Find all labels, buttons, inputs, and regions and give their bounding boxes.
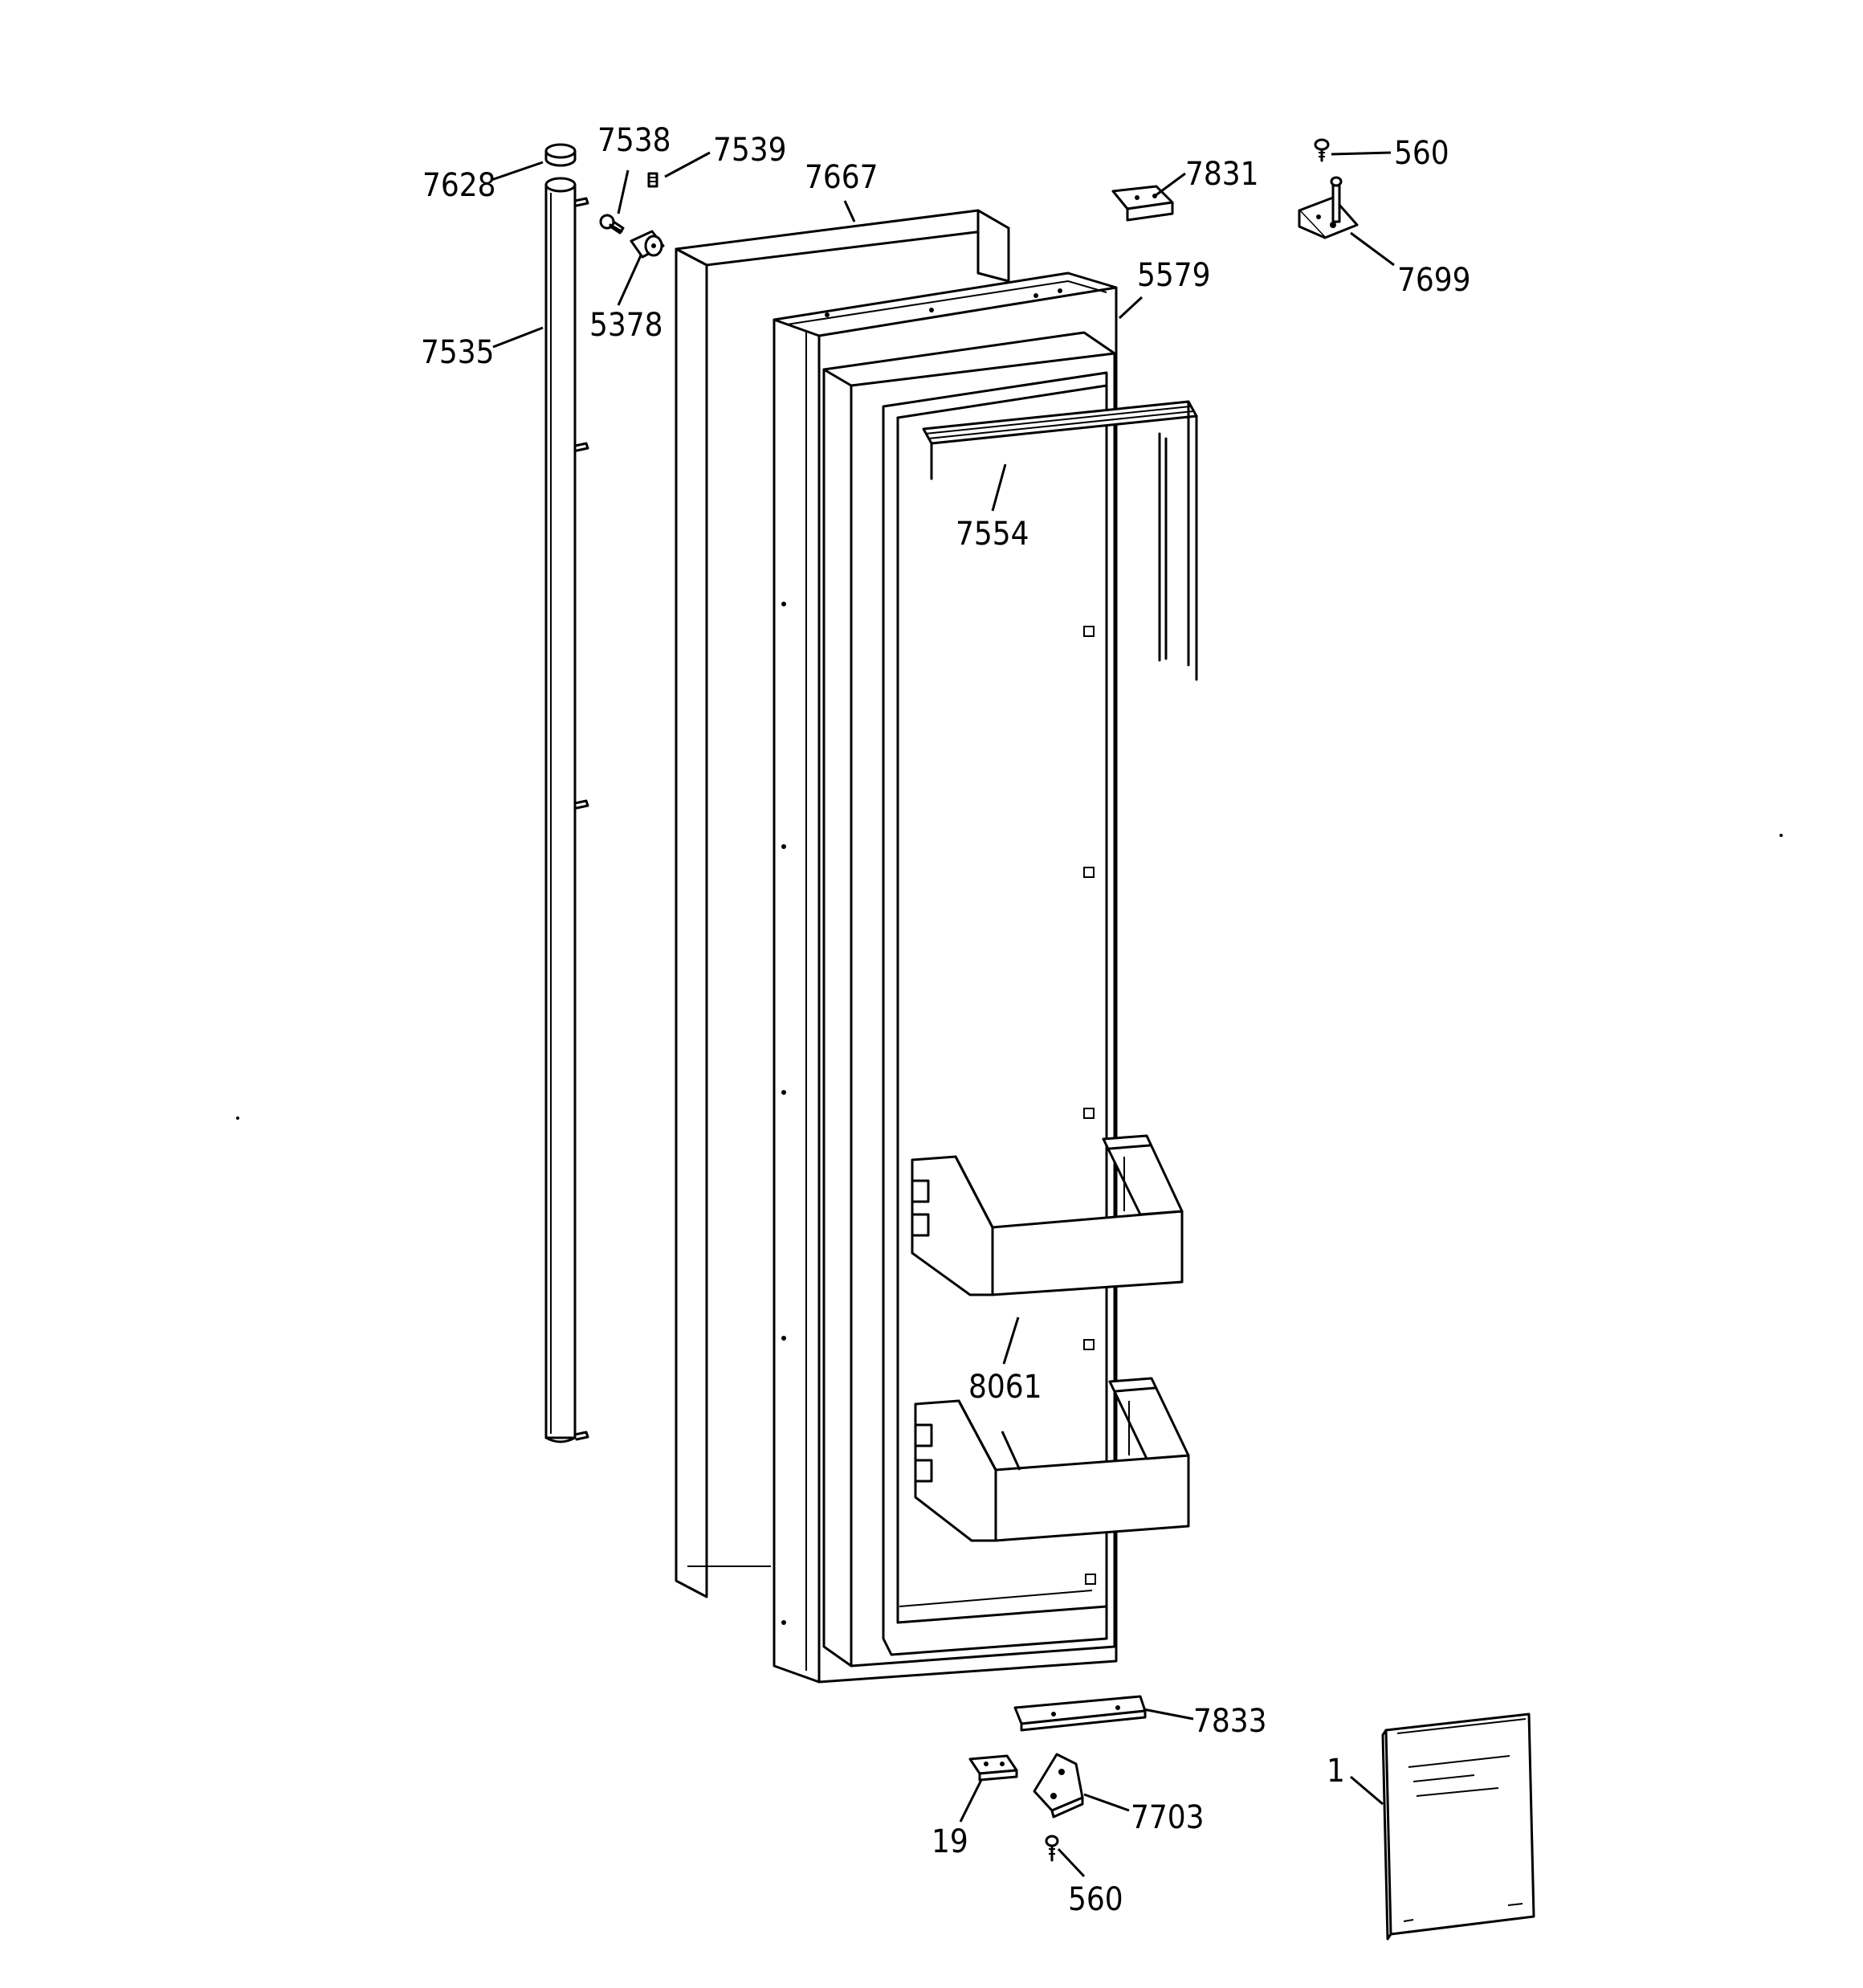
label-5579: 5579 [1137, 257, 1211, 294]
label-1: 1 [1327, 1753, 1345, 1790]
door-liner-5579 [773, 271, 1118, 1684]
leader-lines [491, 151, 1395, 1878]
label-7539: 7539 [713, 132, 787, 169]
label-7699: 7699 [1397, 262, 1471, 299]
handle-tube-7535 [544, 177, 589, 1443]
bottom-hinge-cover-7833 [1013, 1695, 1147, 1732]
shim-19 [968, 1754, 1018, 1782]
label-8061: 8061 [968, 1369, 1042, 1406]
label-560-top: 560 [1394, 135, 1449, 172]
scan-specks [236, 834, 1783, 1120]
spring-7539 [647, 172, 658, 188]
door-bin-upper-8061 [911, 1134, 1184, 1296]
label-7554: 7554 [956, 516, 1029, 553]
door-shell-7667 [675, 209, 1010, 1598]
label-7535: 7535 [421, 334, 495, 371]
label-7667: 7667 [805, 159, 879, 196]
label-7538: 7538 [597, 122, 671, 159]
screw-top-560 [1314, 138, 1330, 162]
top-hinge-7699 [1298, 176, 1359, 239]
manual-1 [1381, 1712, 1535, 1941]
top-hinge-cover-7831 [1111, 185, 1174, 222]
label-5378: 5378 [589, 307, 663, 344]
part-labels: 7628 7538 7539 7667 5378 7535 7831 560 7… [421, 122, 1471, 1918]
label-560-bottom: 560 [1068, 1881, 1123, 1918]
bushing-5378 [630, 230, 665, 259]
door-bin-lower-8061 [914, 1377, 1190, 1542]
label-7833: 7833 [1193, 1703, 1267, 1740]
label-7703: 7703 [1131, 1799, 1205, 1836]
label-19: 19 [932, 1823, 968, 1860]
screw-bottom-560 [1045, 1835, 1059, 1862]
bottom-hinge-7703 [1033, 1753, 1084, 1819]
gasket-7554 [922, 400, 1198, 681]
label-7628: 7628 [422, 167, 496, 204]
label-7831: 7831 [1185, 156, 1259, 193]
cap-7628 [544, 143, 577, 167]
screw-7538 [599, 214, 625, 235]
